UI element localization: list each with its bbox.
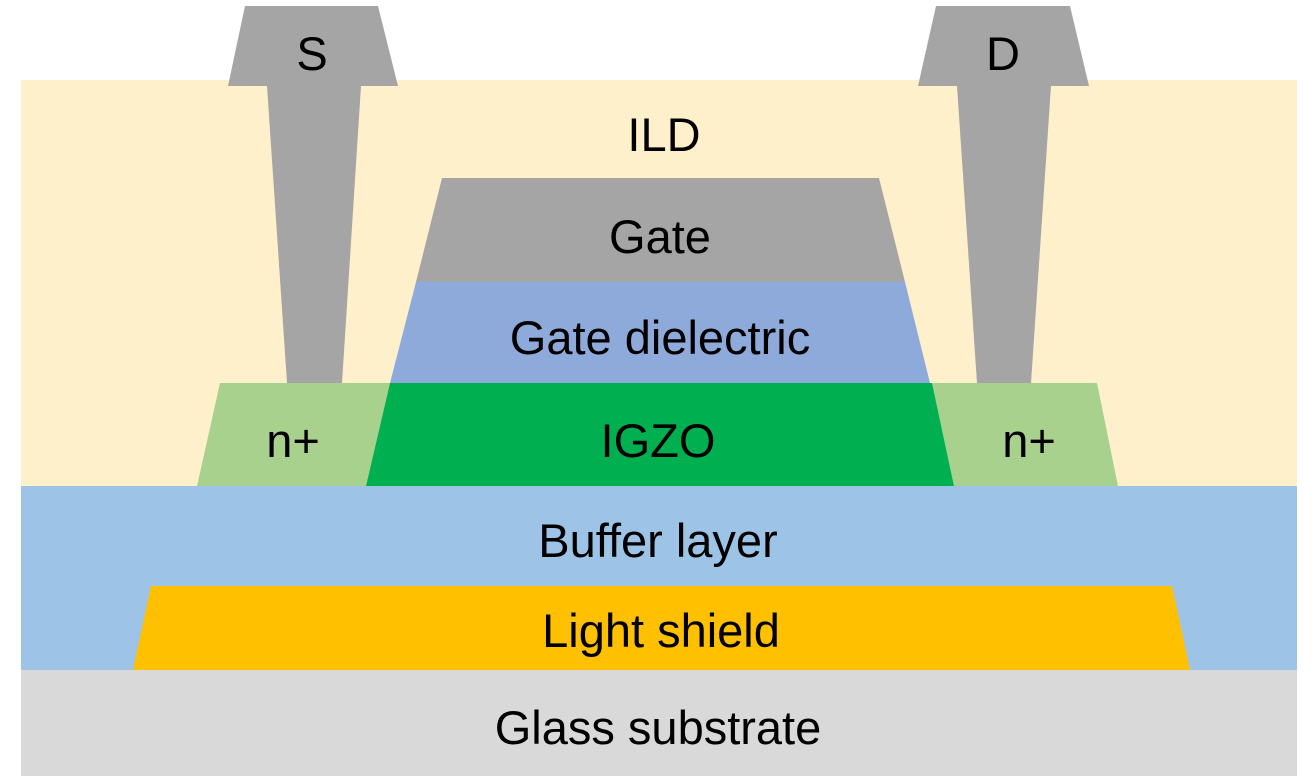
ild-label: ILD: [627, 108, 700, 161]
light-shield-label: Light shield: [542, 604, 780, 657]
drain-contact: [918, 6, 1089, 383]
gate-layer: [416, 178, 905, 282]
gate-dielectric-label: Gate dielectric: [510, 311, 810, 364]
light-shield-layer: [133, 586, 1190, 670]
gate-label: Gate: [609, 210, 711, 263]
igzo-label: IGZO: [601, 414, 716, 467]
gate-dielectric-layer: [390, 282, 930, 383]
n-plus-left-region: [197, 383, 390, 486]
n-plus-right-region: [932, 383, 1118, 486]
n-plus-left-label: n+: [266, 414, 320, 467]
glass-substrate-label: Glass substrate: [495, 701, 822, 754]
buffer-layer-label: Buffer layer: [538, 514, 777, 567]
n-plus-right-label: n+: [1002, 414, 1056, 467]
glass-substrate-layer: [21, 670, 1297, 776]
source-label: S: [296, 27, 327, 80]
source-contact: [228, 6, 398, 383]
igzo-layer: [366, 383, 954, 486]
drain-label: D: [986, 27, 1020, 80]
